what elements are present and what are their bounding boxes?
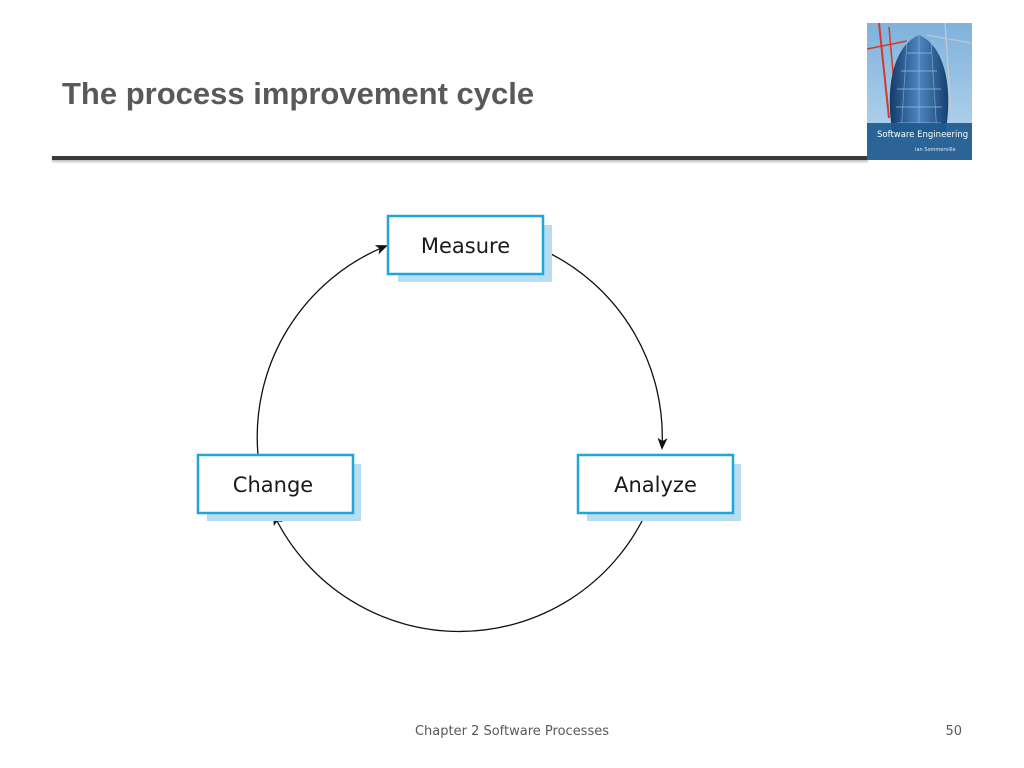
node-analyze: Analyze (576, 453, 741, 521)
node-measure: Measure (386, 214, 552, 282)
title-divider (52, 156, 868, 160)
page-number: 50 (945, 724, 962, 739)
arrow-analyze-to-change (273, 512, 647, 633)
node-measure-label: Measure (421, 234, 510, 258)
slide-title: The process improvement cycle (62, 76, 535, 111)
arrow-change-to-measure (256, 245, 388, 456)
book-author-text: Ian Sommerville (915, 147, 956, 153)
book-cover-image: Software Engineering Ian Sommerville (867, 23, 972, 160)
book-title-text: Software Engineering (877, 130, 968, 140)
node-change-label: Change (233, 473, 313, 497)
footer-chapter-text: Chapter 2 Software Processes (414, 724, 610, 739)
arrow-measure-to-analyze (542, 249, 668, 450)
node-analyze-label: Analyze (614, 473, 697, 497)
node-change: Change (196, 453, 361, 521)
